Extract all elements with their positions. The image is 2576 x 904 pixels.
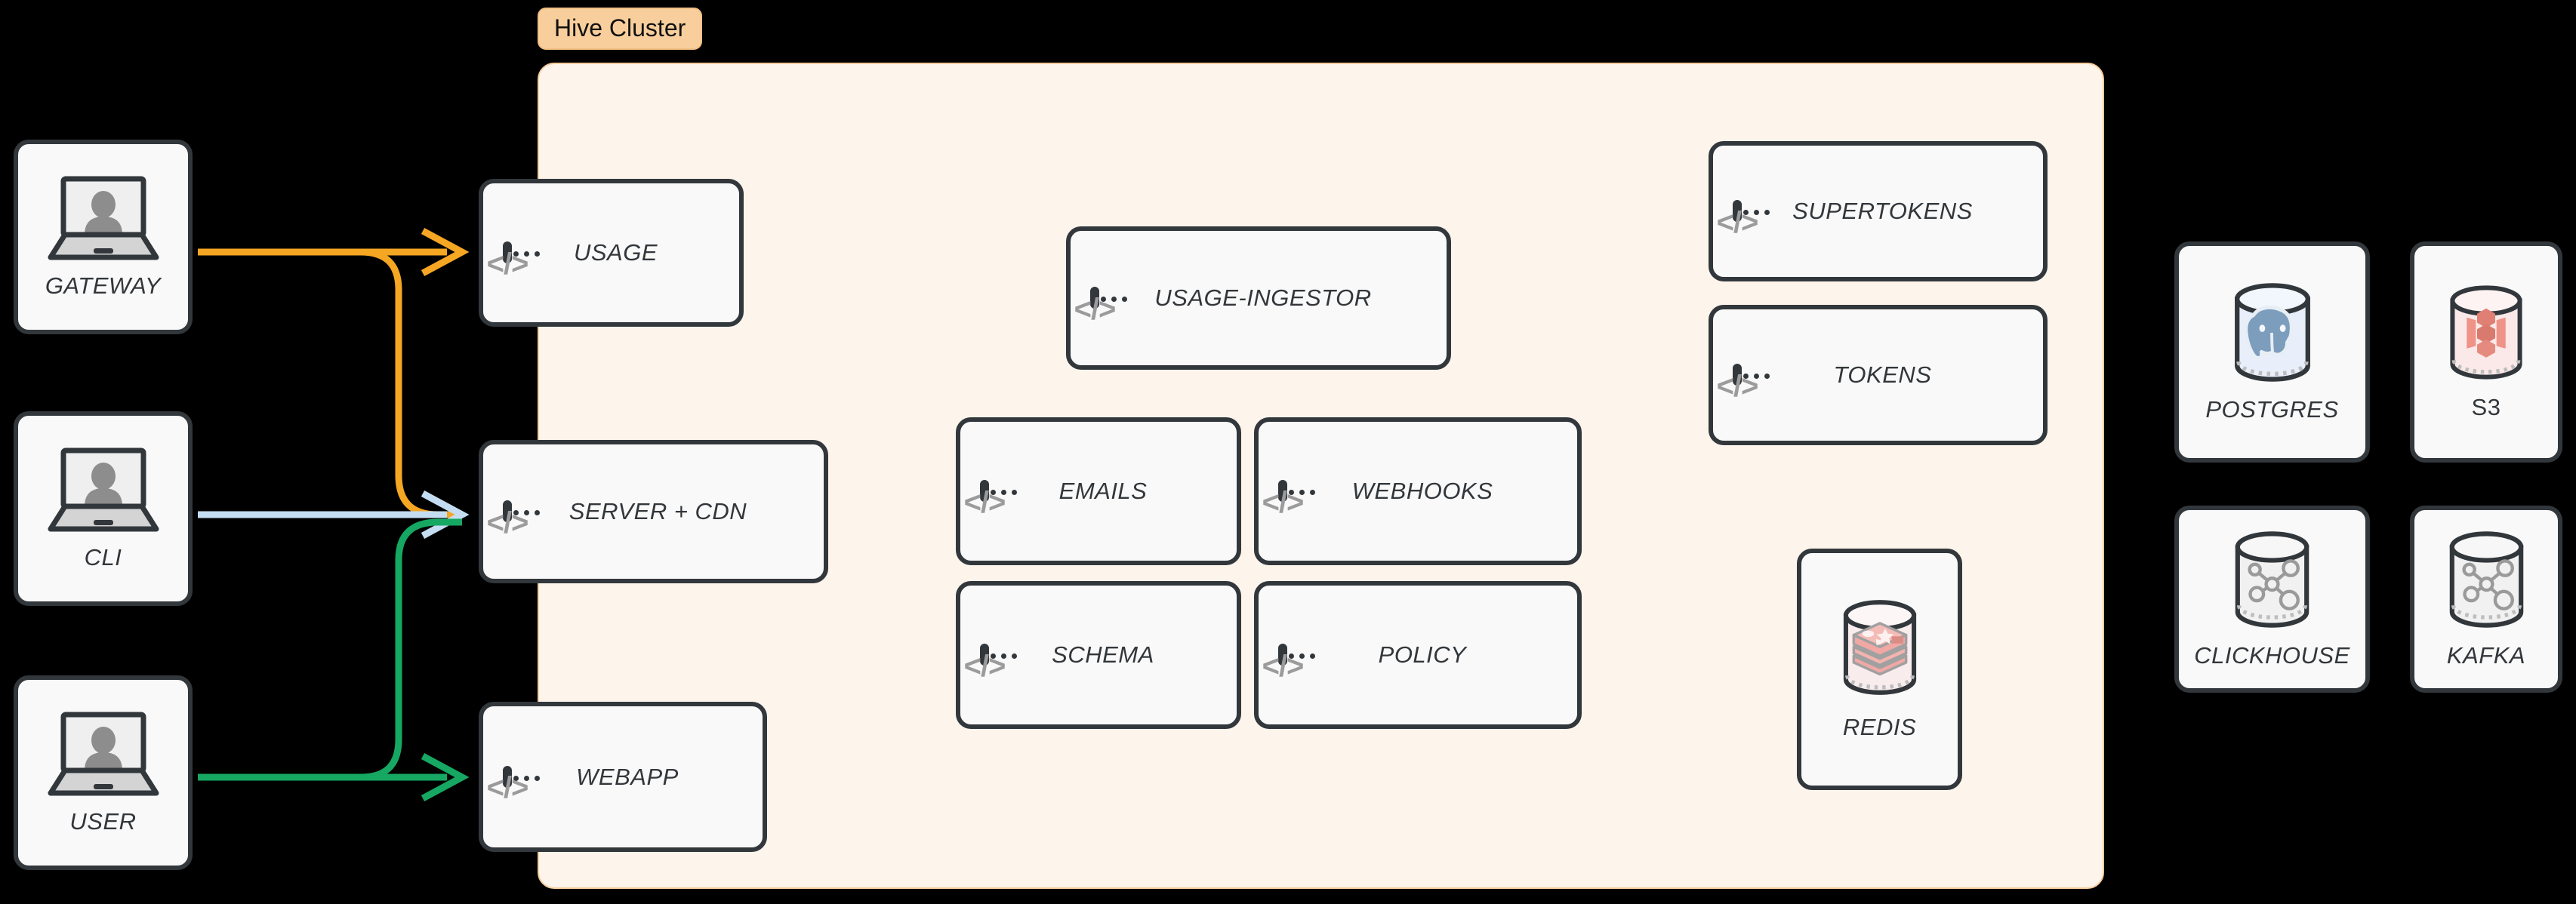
code-window-icon: </> bbox=[1717, 364, 1770, 403]
datastore-label: S3 bbox=[2471, 393, 2501, 420]
client-node-user[interactable]: USER bbox=[14, 675, 193, 870]
laptop-icon bbox=[47, 446, 160, 533]
datastore-node-clickhouse[interactable]: CLICKHOUSE bbox=[2174, 506, 2370, 693]
code-window-icon: </> bbox=[1262, 480, 1315, 519]
edge-user-server bbox=[360, 518, 462, 781]
service-label: USAGE bbox=[573, 239, 658, 266]
code-window-icon: </> bbox=[964, 480, 1017, 519]
client-node-cli[interactable]: CLI bbox=[14, 411, 193, 606]
laptop-icon bbox=[47, 174, 160, 262]
database-cylinder-icon bbox=[2226, 530, 2319, 633]
service-node-webhooks[interactable]: </> WEBHOOKS bbox=[1254, 417, 1582, 565]
service-label: EMAILS bbox=[1058, 478, 1148, 504]
service-node-supertokens[interactable]: </> SUPERTOKENS bbox=[1709, 141, 2048, 281]
code-window-icon: </> bbox=[487, 765, 540, 804]
database-cylinder-icon bbox=[2440, 530, 2533, 633]
service-node-server-cdn[interactable]: </> SERVER + CDN bbox=[479, 440, 828, 583]
code-window-icon: </> bbox=[964, 644, 1017, 683]
service-label: SCHEMA bbox=[1052, 641, 1154, 668]
edge-user-webapp-arrowhead bbox=[421, 753, 470, 801]
code-window-icon: </> bbox=[487, 241, 540, 281]
edge-gateway-usage-arrowhead bbox=[421, 228, 470, 276]
service-node-usage-ingestor[interactable]: </> USAGE-INGESTOR bbox=[1066, 226, 1451, 370]
datastore-node-s3[interactable]: S3 bbox=[2410, 241, 2562, 463]
service-label: TOKENS bbox=[1833, 361, 1932, 388]
service-label: POLICY bbox=[1378, 641, 1467, 668]
client-label: USER bbox=[69, 808, 137, 835]
datastore-node-postgres[interactable]: POSTGRES bbox=[2174, 241, 2370, 463]
code-window-icon: </> bbox=[1262, 644, 1315, 683]
code-window-icon: </> bbox=[487, 500, 540, 540]
client-node-gateway[interactable]: GATEWAY bbox=[14, 140, 193, 334]
datastore-node-kafka[interactable]: KAFKA bbox=[2410, 506, 2562, 693]
laptop-icon bbox=[47, 710, 160, 798]
service-node-schema[interactable]: </> SCHEMA bbox=[956, 581, 1241, 729]
service-node-policy[interactable]: </> POLICY bbox=[1254, 581, 1582, 729]
datastore-label: CLICKHOUSE bbox=[2194, 641, 2350, 669]
service-node-webapp[interactable]: </> WEBAPP bbox=[479, 702, 767, 852]
client-label: GATEWAY bbox=[45, 272, 162, 299]
service-label: USAGE-INGESTOR bbox=[1154, 284, 1372, 311]
service-node-emails[interactable]: </> EMAILS bbox=[956, 417, 1241, 565]
code-window-icon: </> bbox=[1074, 287, 1127, 326]
datastore-node-redis[interactable]: REDIS bbox=[1797, 549, 1962, 790]
service-label: WEBAPP bbox=[576, 763, 679, 790]
service-node-tokens[interactable]: </> TOKENS bbox=[1709, 305, 2048, 445]
s3-cylinder-icon bbox=[2441, 284, 2531, 385]
service-label: SERVER + CDN bbox=[569, 498, 747, 524]
service-node-usage[interactable]: </> USAGE bbox=[479, 179, 744, 327]
datastore-label: POSTGRES bbox=[2205, 395, 2339, 423]
datastore-label: KAFKA bbox=[2446, 641, 2526, 669]
datastore-label: REDIS bbox=[1842, 713, 1917, 740]
edge-cli-server-arrowhead bbox=[421, 490, 470, 539]
code-window-icon: </> bbox=[1717, 200, 1770, 239]
client-label: CLI bbox=[84, 544, 122, 570]
edge-gateway-server bbox=[360, 248, 462, 518]
service-label: WEBHOOKS bbox=[1351, 478, 1493, 504]
postgres-cylinder-icon bbox=[2225, 281, 2320, 387]
hive-cluster-badge: Hive Cluster bbox=[538, 8, 703, 50]
redis-cylinder-icon bbox=[1834, 598, 1926, 700]
service-label: SUPERTOKENS bbox=[1792, 198, 1973, 224]
